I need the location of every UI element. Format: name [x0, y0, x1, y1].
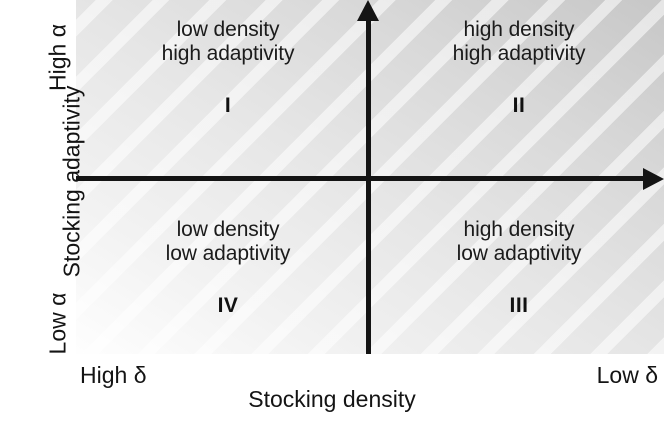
x-axis-arrow-icon: [643, 168, 664, 190]
y-axis-low-label: Low α: [44, 292, 71, 355]
quadrant-ii-description: high density high adaptivity: [452, 18, 586, 65]
quadrant-iv-numeral: IV: [217, 294, 239, 318]
quadrant-iii-description: high density low adaptivity: [456, 218, 582, 265]
x-axis-line: [76, 176, 648, 181]
x-axis-title: Stocking density: [248, 386, 416, 412]
quadrant-iii: high density low adaptivity III: [374, 218, 664, 318]
x-axis-low-label: Low δ: [596, 362, 658, 388]
quadrant-ii: high density high adaptivity II: [374, 18, 664, 118]
quadrant-iii-numeral: III: [509, 294, 529, 318]
quadrant-i-numeral: I: [224, 94, 232, 118]
quadrant-i: low density high adaptivity I: [83, 18, 373, 118]
quadrant-i-description: low density high adaptivity: [161, 18, 295, 65]
x-axis-high-label: High δ: [80, 362, 147, 388]
quadrant-iv-description: low density low adaptivity: [165, 218, 291, 265]
y-axis-high-label: High α: [44, 24, 71, 91]
quadrant-ii-numeral: II: [512, 94, 526, 118]
y-axis-arrow-icon: [357, 0, 379, 21]
quadrant-iv: low density low adaptivity IV: [83, 218, 373, 318]
y-axis-line: [366, 18, 371, 354]
